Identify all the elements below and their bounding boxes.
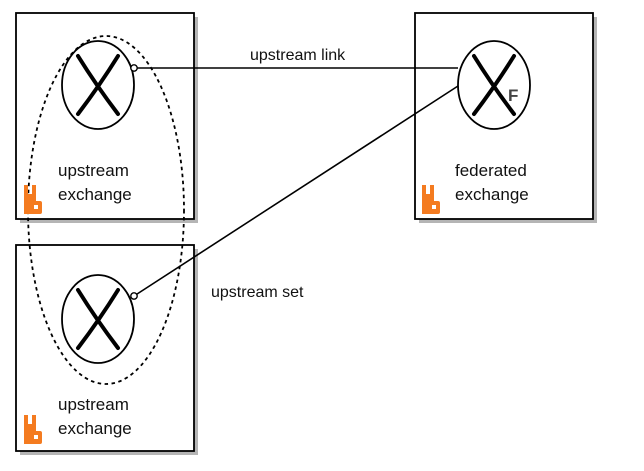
exchange-x-icon <box>76 288 120 350</box>
node-label-upstream-bottom-line2: exchange <box>58 419 132 438</box>
node-label-upstream-top-line2: exchange <box>58 185 132 204</box>
federation-badge: F <box>508 86 518 105</box>
upstream-link-line-2 <box>133 85 459 297</box>
node-label-federated-line2: exchange <box>455 185 529 204</box>
node-label-upstream-top-line1: upstream <box>58 161 129 180</box>
link-endpoint-top <box>130 64 138 72</box>
upstream-set-boundary <box>27 35 185 385</box>
node-label-upstream-bottom-line1: upstream <box>58 395 129 414</box>
upstream-set-label: upstream set <box>211 284 304 301</box>
node-label-federated-line1: federated <box>455 161 527 180</box>
exchange-x-icon <box>76 54 120 116</box>
upstream-link-label: upstream link <box>250 47 346 64</box>
exchange-node-federated: F <box>457 40 531 130</box>
exchange-node-upstream-top <box>61 40 135 130</box>
link-endpoint-bottom <box>130 292 138 300</box>
exchange-x-icon <box>472 54 516 116</box>
exchange-node-upstream-bottom <box>61 274 135 364</box>
